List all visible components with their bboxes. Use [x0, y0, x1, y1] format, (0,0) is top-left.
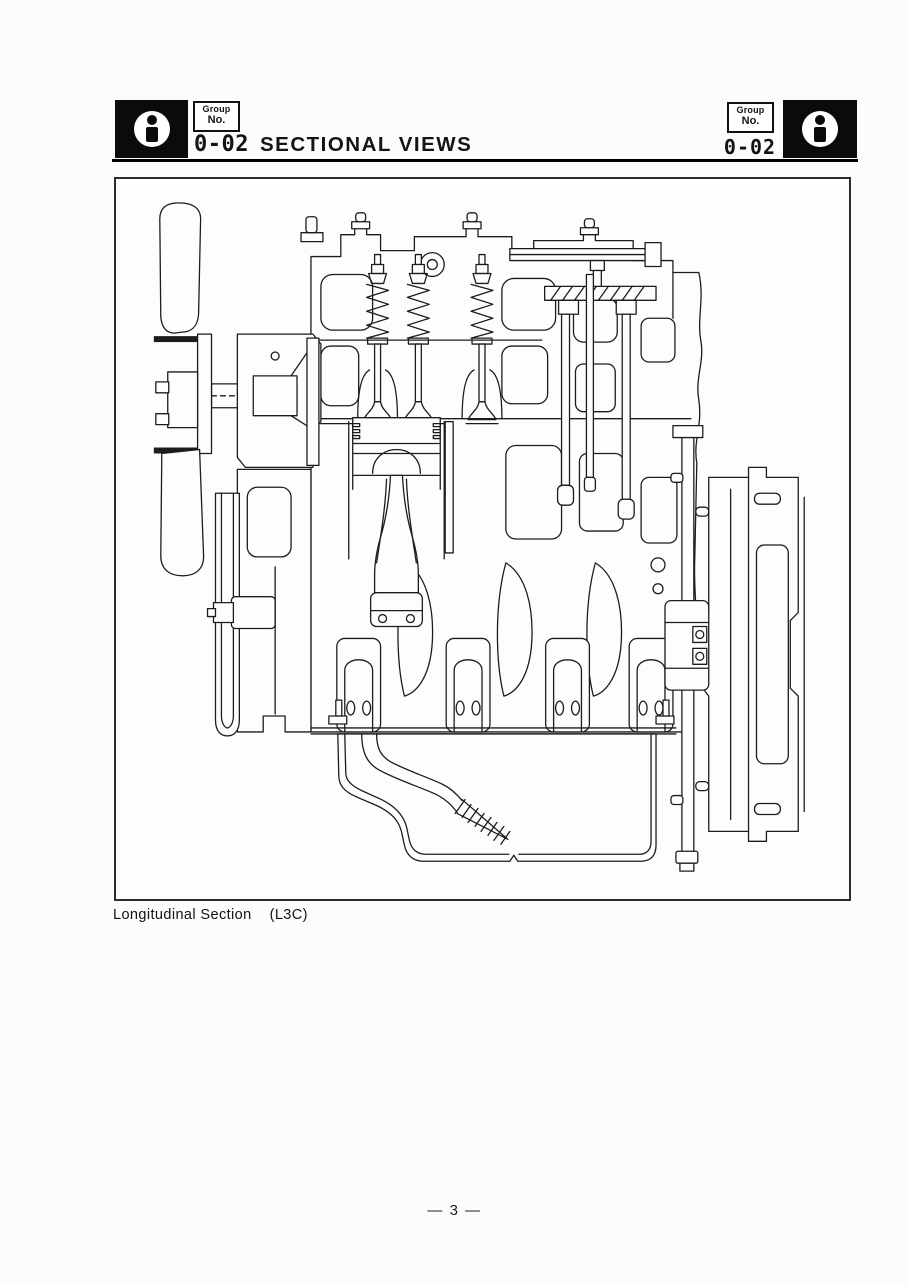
info-block-left [115, 100, 188, 158]
info-icon-body [145, 127, 158, 142]
piston-assembly [348, 417, 454, 628]
info-icon-dot [815, 115, 825, 125]
cylinder-liner [444, 421, 454, 554]
group-no-value: 0-02 [723, 135, 777, 159]
info-block-right [783, 100, 857, 158]
rocker-shaft [544, 259, 657, 315]
info-icon [133, 111, 170, 147]
fan-blade-lower [160, 448, 205, 577]
section-title: SECTIONAL VIEWS [259, 133, 473, 156]
page-number: — 3 — [427, 1202, 482, 1219]
header-rule [112, 159, 858, 162]
oil-pan [310, 699, 677, 862]
caption-variant: (L3C) [269, 907, 308, 923]
group-no-label: No. [741, 115, 760, 128]
head-cover-bolts [351, 212, 600, 236]
pushrods [556, 313, 635, 520]
caption-text: Longitudinal Section [113, 907, 252, 923]
valve-assembly [461, 253, 503, 425]
head-bolt [583, 273, 597, 492]
cooling-fan [153, 202, 213, 577]
oil-pickup-strainer [361, 733, 511, 845]
main-bearing-cap [445, 637, 491, 733]
group-label: Group [202, 104, 231, 114]
fan-blade-upper [159, 202, 202, 334]
group-no-box-right: Group No. [727, 102, 774, 133]
section-heading: 0-02 SECTIONAL VIEWS [194, 132, 472, 157]
main-bearing-cap [545, 637, 591, 733]
fan-hub [167, 371, 199, 429]
group-label: Group [736, 105, 765, 115]
piston [352, 417, 441, 476]
group-no-box-left: Group No. [193, 101, 240, 132]
engine-sectional-drawing [153, 202, 805, 872]
crankshaft [336, 562, 674, 733]
timing-case [206, 468, 312, 737]
flywheel [664, 466, 805, 842]
info-icon-body [814, 127, 826, 142]
crank-rear-hub [664, 600, 710, 691]
cylinder-walls [348, 421, 445, 560]
figure-frame [114, 177, 851, 901]
fan-plate [196, 333, 213, 455]
figure-caption: Longitudinal Section (L3C) [113, 907, 308, 923]
section-code: 0-02 [194, 132, 249, 157]
water-pump [210, 333, 322, 469]
info-icon [802, 111, 838, 147]
rod-big-end [369, 592, 423, 628]
group-no-label: No. [207, 114, 226, 127]
info-icon-dot [146, 115, 157, 125]
main-bearing-cap [336, 637, 382, 733]
